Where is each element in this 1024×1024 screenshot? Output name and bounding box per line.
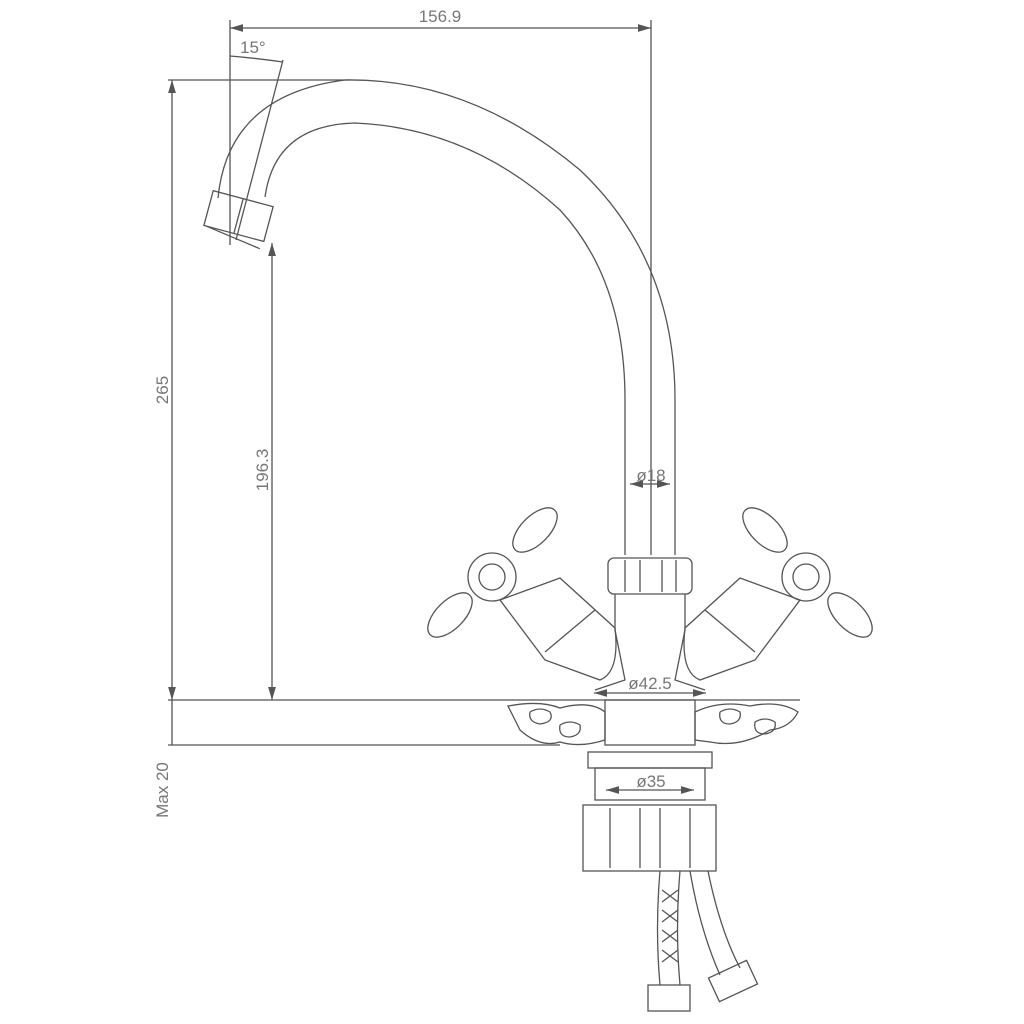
base-diameter-label: ø42.5 <box>628 674 671 693</box>
height-label: 265 <box>153 376 172 404</box>
spout-height-label: 196.3 <box>253 449 272 492</box>
countertop: Max 20 <box>153 699 800 818</box>
left-handle <box>427 507 617 681</box>
aerator-nozzle <box>203 189 274 250</box>
angle-label: 15° <box>240 38 266 57</box>
pipe-diameter-label: ø18 <box>636 466 665 485</box>
dimension-reach: 156.9 <box>229 7 652 555</box>
right-handle <box>683 507 873 681</box>
max-thickness-label: Max 20 <box>153 762 172 818</box>
mount-diameter-label: ø35 <box>636 772 665 791</box>
dimension-spout-height: 196.3 <box>253 243 276 700</box>
supply-hoses <box>647 870 759 1012</box>
dimension-height: 265 <box>153 79 350 700</box>
spout: ø18 <box>203 79 676 555</box>
dimension-angle: 15° <box>229 38 284 241</box>
faucet-body: ø42.5 ø35 <box>582 557 717 872</box>
reach-label: 156.9 <box>419 7 462 26</box>
